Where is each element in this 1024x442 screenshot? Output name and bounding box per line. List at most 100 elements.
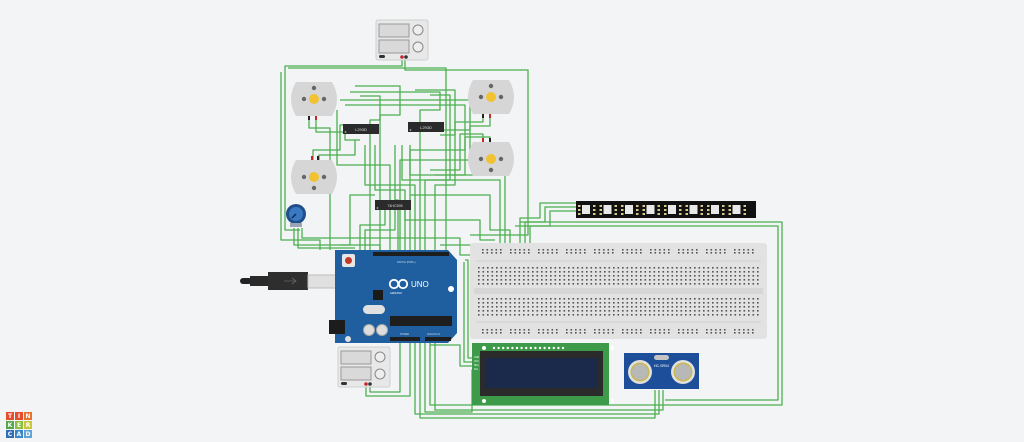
breadboard-hole[interactable] xyxy=(482,279,485,281)
breadboard-hole[interactable] xyxy=(671,306,674,308)
breadboard-hole[interactable] xyxy=(635,279,638,281)
breadboard-hole[interactable] xyxy=(579,329,582,331)
breadboard-hole[interactable] xyxy=(559,267,561,269)
breadboard-hole[interactable] xyxy=(536,302,539,304)
breadboard-hole[interactable] xyxy=(523,283,525,285)
wire[interactable] xyxy=(519,202,576,252)
breadboard-hole[interactable] xyxy=(570,249,573,251)
neopixel-led[interactable] xyxy=(625,205,633,214)
analog-header[interactable] xyxy=(425,337,451,341)
breadboard-hole[interactable] xyxy=(725,279,728,281)
breadboard-hole[interactable] xyxy=(496,283,498,285)
breadboard-hole[interactable] xyxy=(654,332,657,334)
breadboard-hole[interactable] xyxy=(710,249,713,251)
breadboard-hole[interactable] xyxy=(694,283,696,285)
breadboard-hole[interactable] xyxy=(631,306,633,308)
breadboard-hole[interactable] xyxy=(748,267,750,269)
breadboard-hole[interactable] xyxy=(676,314,678,316)
breadboard-hole[interactable] xyxy=(491,279,494,281)
breadboard-hole[interactable] xyxy=(738,329,741,331)
breadboard-hole[interactable] xyxy=(487,279,489,281)
breadboard-hole[interactable] xyxy=(603,329,605,331)
breadboard-hole[interactable] xyxy=(518,271,521,273)
breadboard-hole[interactable] xyxy=(532,279,534,281)
breadboard-hole[interactable] xyxy=(676,271,678,273)
breadboard-hole[interactable] xyxy=(568,275,570,277)
breadboard-hole[interactable] xyxy=(590,302,593,304)
breadboard-hole[interactable] xyxy=(577,306,579,308)
breadboard-hole[interactable] xyxy=(706,332,708,334)
breadboard-hole[interactable] xyxy=(622,302,624,304)
breadboard-hole[interactable] xyxy=(730,271,732,273)
breadboard-hole[interactable] xyxy=(685,298,687,300)
breadboard-hole[interactable] xyxy=(626,267,629,269)
breadboard-hole[interactable] xyxy=(500,302,503,304)
breadboard-hole[interactable] xyxy=(712,279,714,281)
breadboard-hole[interactable] xyxy=(500,329,502,331)
breadboard-hole[interactable] xyxy=(631,279,633,281)
breadboard-hole[interactable] xyxy=(698,283,701,285)
breadboard-hole[interactable] xyxy=(528,329,530,331)
wire[interactable] xyxy=(301,228,470,256)
breadboard-hole[interactable] xyxy=(523,332,526,334)
breadboard-hole[interactable] xyxy=(676,283,678,285)
breadboard-hole[interactable] xyxy=(640,249,642,251)
breadboard-hole[interactable] xyxy=(622,298,624,300)
breadboard-hole[interactable] xyxy=(626,302,629,304)
breadboard-hole[interactable] xyxy=(604,314,606,316)
breadboard-hole[interactable] xyxy=(676,310,678,312)
breadboard-hole[interactable] xyxy=(536,306,539,308)
breadboard-hole[interactable] xyxy=(559,314,561,316)
breadboard-hole[interactable] xyxy=(757,298,759,300)
breadboard-hole[interactable] xyxy=(757,279,759,281)
breadboard-hole[interactable] xyxy=(541,271,543,273)
breadboard-hole[interactable] xyxy=(486,252,489,254)
breadboard-hole[interactable] xyxy=(658,302,660,304)
breadboard-hole[interactable] xyxy=(547,332,549,334)
wire[interactable] xyxy=(463,262,475,363)
breadboard-hole[interactable] xyxy=(482,267,485,269)
breadboard-hole[interactable] xyxy=(482,298,485,300)
wire[interactable] xyxy=(369,340,401,393)
breadboard-hole[interactable] xyxy=(682,249,685,251)
breadboard-hole[interactable] xyxy=(743,275,746,277)
breadboard-hole[interactable] xyxy=(500,332,502,334)
breadboard-hole[interactable] xyxy=(721,310,723,312)
breadboard-hole[interactable] xyxy=(725,283,728,285)
breadboard-hole[interactable] xyxy=(568,283,570,285)
breadboard-hole[interactable] xyxy=(607,252,610,254)
breadboard-hole[interactable] xyxy=(603,252,605,254)
breadboard-hole[interactable] xyxy=(514,279,516,281)
dc-motor[interactable] xyxy=(291,156,337,194)
breadboard-hole[interactable] xyxy=(545,302,548,304)
breadboard-hole[interactable] xyxy=(554,283,557,285)
breadboard-hole[interactable] xyxy=(518,314,521,316)
breadboard-hole[interactable] xyxy=(653,279,656,281)
wire[interactable] xyxy=(419,340,656,419)
breadboard-hole[interactable] xyxy=(595,306,597,308)
breadboard-hole[interactable] xyxy=(556,329,558,331)
breadboard-hole[interactable] xyxy=(514,314,516,316)
breadboard-hole[interactable] xyxy=(523,329,526,331)
breadboard-hole[interactable] xyxy=(743,332,745,334)
breadboard-hole[interactable] xyxy=(689,271,692,273)
breadboard-hole[interactable] xyxy=(653,283,656,285)
breadboard-hole[interactable] xyxy=(626,314,629,316)
breadboard-hole[interactable] xyxy=(752,314,755,316)
breadboard-hole[interactable] xyxy=(716,298,719,300)
breadboard-hole[interactable] xyxy=(509,314,512,316)
breadboard-hole[interactable] xyxy=(542,252,545,254)
breadboard-hole[interactable] xyxy=(563,314,566,316)
neopixel-led[interactable] xyxy=(689,205,698,214)
breadboard-hole[interactable] xyxy=(491,283,494,285)
breadboard-hole[interactable] xyxy=(689,279,692,281)
breadboard-hole[interactable] xyxy=(659,249,661,251)
breadboard-hole[interactable] xyxy=(659,252,661,254)
breadboard-hole[interactable] xyxy=(586,302,588,304)
breadboard-hole[interactable] xyxy=(635,275,638,277)
breadboard-hole[interactable] xyxy=(689,275,692,277)
breadboard-hole[interactable] xyxy=(649,279,651,281)
breadboard-hole[interactable] xyxy=(514,329,517,331)
breadboard-hole[interactable] xyxy=(545,314,548,316)
breadboard-hole[interactable] xyxy=(603,332,605,334)
